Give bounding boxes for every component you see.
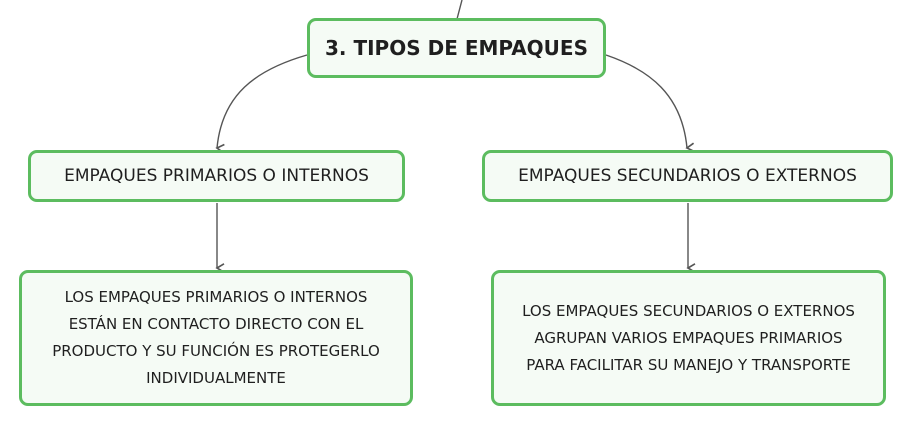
connector-root-to-secondary xyxy=(605,54,695,153)
root-node-label: 3. TIPOS DE EMPAQUES xyxy=(325,36,588,60)
secondary-packaging-node[interactable]: EMPAQUES SECUNDARIOS O EXTERNOS xyxy=(482,150,893,202)
secondary-packaging-label: EMPAQUES SECUNDARIOS O EXTERNOS xyxy=(518,166,857,186)
secondary-description-node[interactable]: LOS EMPAQUES SECUNDARIOS O EXTERNOS AGRU… xyxy=(491,270,886,406)
primary-description-node[interactable]: LOS EMPAQUES PRIMARIOS O INTERNOS ESTÁN … xyxy=(19,270,413,406)
root-node[interactable]: 3. TIPOS DE EMPAQUES xyxy=(307,18,606,78)
connector-root-to-primary xyxy=(215,54,308,154)
secondary-description-text: LOS EMPAQUES SECUNDARIOS O EXTERNOS AGRU… xyxy=(522,301,855,374)
incoming-connector xyxy=(456,0,463,20)
primary-packaging-node[interactable]: EMPAQUES PRIMARIOS O INTERNOS xyxy=(28,150,405,202)
primary-packaging-label: EMPAQUES PRIMARIOS O INTERNOS xyxy=(64,166,369,186)
primary-description-text: LOS EMPAQUES PRIMARIOS O INTERNOS ESTÁN … xyxy=(52,288,380,387)
